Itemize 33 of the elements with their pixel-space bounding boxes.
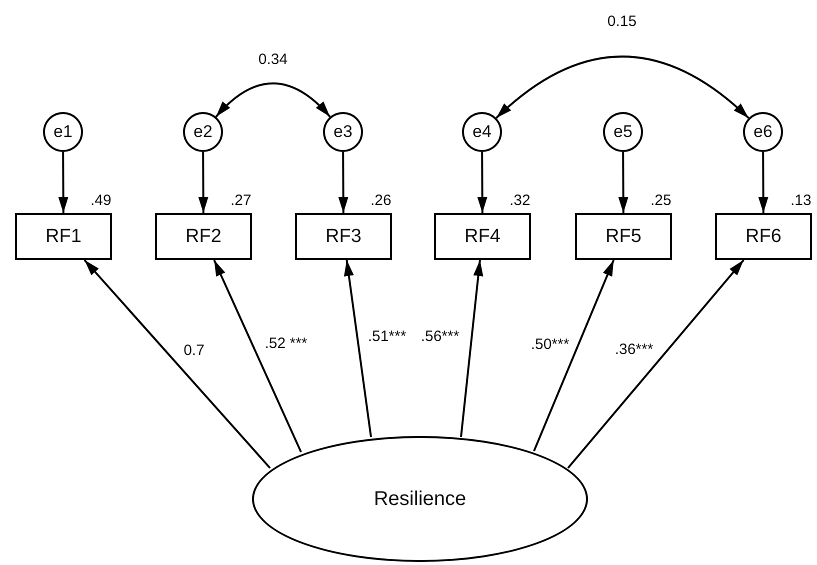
path-arrow <box>344 260 372 438</box>
path-arrow <box>58 152 68 213</box>
r-squared-value: .25 <box>650 192 672 209</box>
r-squared-value: .49 <box>90 192 112 209</box>
path-arrow <box>84 259 271 469</box>
error-circle: e5 <box>603 112 643 152</box>
error-circle: e6 <box>743 112 783 152</box>
path-arrow <box>213 260 302 452</box>
path-arrow <box>477 152 488 213</box>
error-circle: e3 <box>323 112 363 152</box>
path-arrow <box>758 152 768 213</box>
error-circle: e4 <box>462 112 502 152</box>
covariance-arrow <box>215 82 331 118</box>
r-squared-value: .13 <box>790 192 812 209</box>
path-arrow <box>198 152 208 213</box>
error-circle: e1 <box>43 112 83 152</box>
r-squared-value: .27 <box>230 192 252 209</box>
error-circle: e2 <box>183 112 223 152</box>
observed-variable-box: RF2 <box>155 213 252 260</box>
r-squared-value: .32 <box>510 192 530 209</box>
observed-variable-box: RF3 <box>295 213 392 260</box>
path-arrow <box>567 259 744 469</box>
path-arrow <box>338 152 348 213</box>
path-arrow <box>460 260 484 438</box>
covariance-arrow <box>496 56 750 119</box>
path-arrow <box>618 152 628 213</box>
path-arrow <box>533 260 615 452</box>
latent-variable-ellipse: Resilience <box>252 436 588 562</box>
observed-variable-box: RF6 <box>715 213 812 260</box>
observed-variable-box: RF4 <box>434 213 531 260</box>
observed-variable-box: RF5 <box>575 213 672 260</box>
observed-variable-box: RF1 <box>15 213 112 260</box>
r-squared-value: .26 <box>370 192 392 209</box>
